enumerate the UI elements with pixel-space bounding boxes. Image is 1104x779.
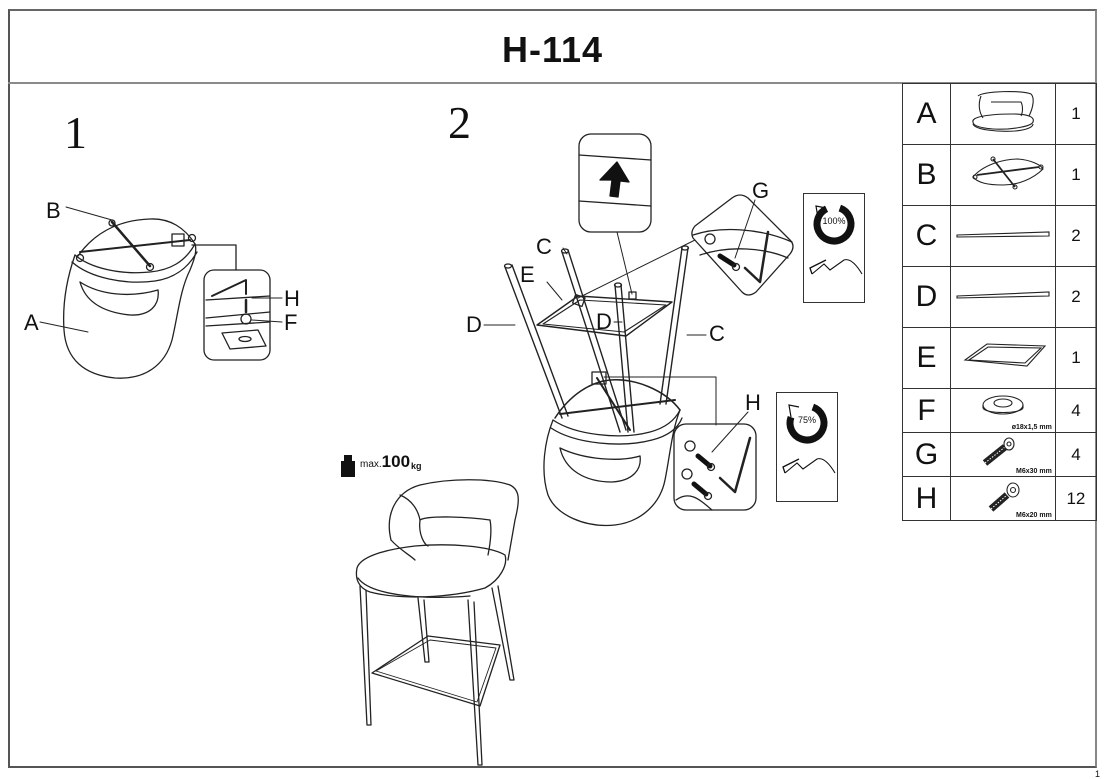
step-1-seat-with-base-illustration: [39, 206, 237, 379]
part-image: M6x30 mm: [950, 432, 1056, 477]
part-letter: E: [901, 327, 952, 389]
part-qty: 1: [1054, 144, 1098, 206]
max-load-unit: kg: [411, 461, 422, 471]
orientation-arrow-bubble: [578, 133, 652, 233]
parts-row: C 2: [901, 205, 1098, 267]
part-letter: B: [901, 144, 952, 206]
step-2-detail-bubble-g: [691, 194, 794, 296]
part-letter: A: [901, 83, 952, 145]
parts-row: B 1: [901, 144, 1098, 206]
leg-d-icon: [956, 290, 1050, 299]
step-2-number: 2: [448, 97, 471, 148]
bolt-icon: [988, 482, 1020, 512]
parts-row: A 1: [901, 83, 1098, 145]
label-screw-h: H: [284, 286, 300, 311]
part-spec: ø18x1,5 mm: [1011, 424, 1052, 431]
parts-row: D 2: [901, 266, 1098, 328]
label-part-b: B: [46, 198, 61, 223]
hand-wrench-icon: [811, 259, 863, 275]
bolt-icon: [982, 437, 1015, 466]
part-letter: G: [901, 432, 952, 477]
page-number: 1: [1094, 769, 1100, 779]
parts-row: F ø18x1,5 mm 4: [901, 388, 1098, 433]
part-qty: 4: [1054, 432, 1098, 477]
part-spec: M6x30 mm: [1016, 468, 1052, 475]
part-image: [950, 144, 1056, 206]
step-1-detail-bubble: [203, 269, 283, 361]
assembled-stool-illustration: [355, 479, 519, 766]
part-letter: C: [901, 205, 952, 267]
torque-ring-icon: [809, 203, 863, 275]
max-load-prefix: max.: [360, 459, 382, 470]
weight-icon: [341, 455, 355, 477]
part-qty: 1: [1054, 327, 1098, 389]
part-qty: 12: [1054, 476, 1098, 521]
document-title: H-114: [501, 29, 604, 70]
parts-list-table: A 1 B 1 C: [901, 83, 1098, 521]
max-load-value: 100: [381, 452, 411, 471]
part-qty: 4: [1054, 388, 1098, 433]
header: H-114: [8, 9, 1097, 84]
torque-instruction-100: 100%: [803, 193, 865, 303]
torque-percent-label: 100%: [822, 216, 846, 226]
part-image: ø18x1,5 mm: [950, 388, 1056, 433]
part-spec: M6x20 mm: [1016, 512, 1052, 519]
seat-shell-icon: [972, 91, 1034, 132]
part-image: M6x20 mm: [950, 476, 1056, 521]
part-qty: 1: [1054, 83, 1098, 145]
hand-wrench-icon: [784, 458, 836, 474]
label-leg-c-right: C: [709, 321, 725, 346]
label-leg-d-left: D: [466, 312, 482, 337]
label-frame-e: E: [520, 262, 535, 287]
part-letter: D: [901, 266, 952, 328]
label-part-a: A: [24, 310, 39, 335]
max-load-indicator: max. 100 kg: [340, 452, 422, 472]
washer-icon: [982, 395, 1024, 415]
part-image: [950, 266, 1056, 328]
part-image: [950, 327, 1056, 389]
label-screw-h-step2: H: [745, 390, 761, 415]
part-image: [950, 205, 1056, 267]
parts-row: E 1: [901, 327, 1098, 389]
label-leg-d-center: D: [596, 309, 612, 334]
torque-ring-icon: [782, 402, 836, 474]
label-washer-f: F: [284, 310, 298, 335]
parts-row: H M6x20 mm 12: [901, 476, 1098, 521]
step-2-detail-bubble-h: [673, 411, 757, 511]
footrest-frame-icon: [963, 342, 1047, 367]
part-qty: 2: [1054, 266, 1098, 328]
part-image: [950, 83, 1056, 145]
part-qty: 2: [1054, 205, 1098, 267]
part-letter: H: [901, 476, 952, 521]
label-screw-g: G: [752, 178, 770, 203]
seat-base-frame-icon: [972, 156, 1044, 190]
torque-instruction-75: 75%: [776, 392, 838, 502]
step-1-number: 1: [64, 107, 87, 158]
torque-percent-label: 75%: [797, 415, 816, 425]
step-2-legs-assembly-illustration: [483, 231, 717, 527]
leg-c-icon: [956, 230, 1050, 238]
label-leg-c-left: C: [536, 234, 552, 259]
parts-row: G M6x30 mm 4: [901, 432, 1098, 477]
part-letter: F: [901, 388, 952, 433]
